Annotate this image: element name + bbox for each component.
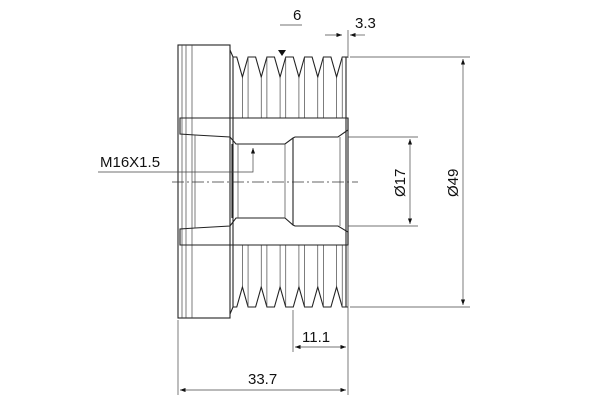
dim-label: 11.1	[302, 329, 330, 346]
dim-bore-diameter: Ø17	[348, 136, 418, 227]
flange	[177, 44, 231, 319]
dim-edge-offset: 3.3	[325, 15, 376, 58]
dim-label: Ø17	[392, 169, 409, 197]
dim-groove-pitch: 6	[278, 7, 302, 56]
dim-outer-diameter: Ø49	[350, 56, 470, 308]
dim-thread: M16X1.5	[98, 148, 256, 173]
dim-label: 3.3	[355, 15, 376, 32]
section-hatch	[179, 117, 349, 246]
dim-label: Ø49	[445, 169, 462, 197]
groove-profile	[229, 49, 348, 80]
dim-bore-depth: 11.1	[292, 310, 346, 352]
dim-total-length: 33.7	[177, 245, 349, 395]
dim-label: M16X1.5	[100, 154, 160, 171]
dim-label: 6	[293, 7, 301, 24]
pulley-grooves	[229, 49, 348, 315]
dim-label: 33.7	[248, 371, 277, 388]
groove-profile	[229, 284, 348, 315]
